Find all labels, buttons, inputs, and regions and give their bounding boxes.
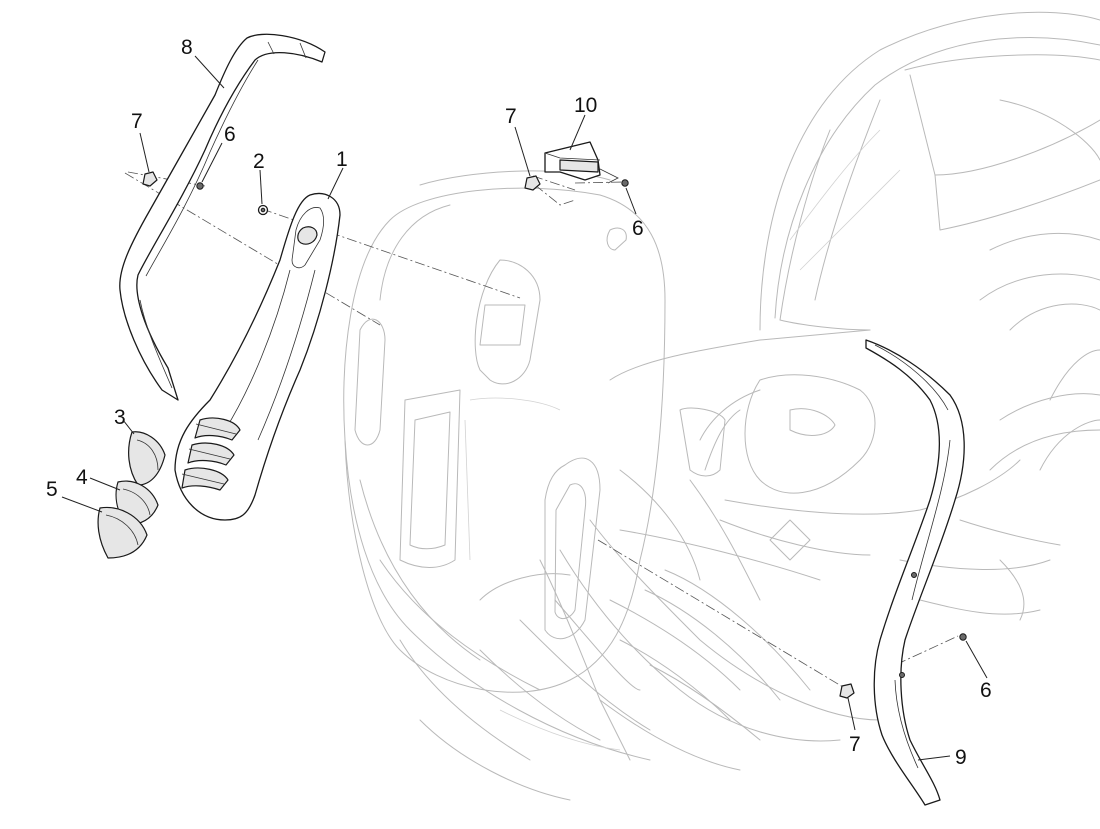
callout-8: 8 <box>181 36 193 59</box>
callout-10: 10 <box>574 94 597 117</box>
vent-cover-part-3 <box>128 431 166 486</box>
clip-nut-7-left <box>142 171 158 187</box>
scooter-body-ghost <box>343 11 1100 801</box>
vent-covers <box>97 431 166 559</box>
callout-5: 5 <box>46 478 58 501</box>
callout-9: 9 <box>955 746 967 769</box>
callout-6-left: 6 <box>224 123 236 146</box>
callout-3: 3 <box>114 406 126 429</box>
callout-labels: 8 7 6 2 1 3 4 5 7 10 6 6 7 9 <box>46 36 992 769</box>
clip-nut-7-mid <box>524 175 541 191</box>
callout-1: 1 <box>336 148 348 171</box>
callout-2: 2 <box>253 150 265 173</box>
screw-6-left <box>196 182 204 190</box>
clip-nut-7-low <box>839 683 855 699</box>
callout-7-low: 7 <box>849 733 861 756</box>
callout-7-left: 7 <box>131 110 143 133</box>
screw-6-top <box>621 179 629 187</box>
trim-part-9 <box>865 339 965 806</box>
fasteners <box>142 171 967 699</box>
callout-7-mid: 7 <box>505 105 517 128</box>
callout-6-right: 6 <box>980 679 992 702</box>
trim-part-8 <box>119 33 326 401</box>
callout-4: 4 <box>76 466 88 489</box>
callout-6-top: 6 <box>632 217 644 240</box>
leader-lines <box>61 55 988 761</box>
vent-cover-part-5 <box>97 506 148 559</box>
bracket-part-10 <box>544 141 619 184</box>
screw-6-right <box>959 633 967 641</box>
horn-cover-part-1 <box>174 192 341 521</box>
